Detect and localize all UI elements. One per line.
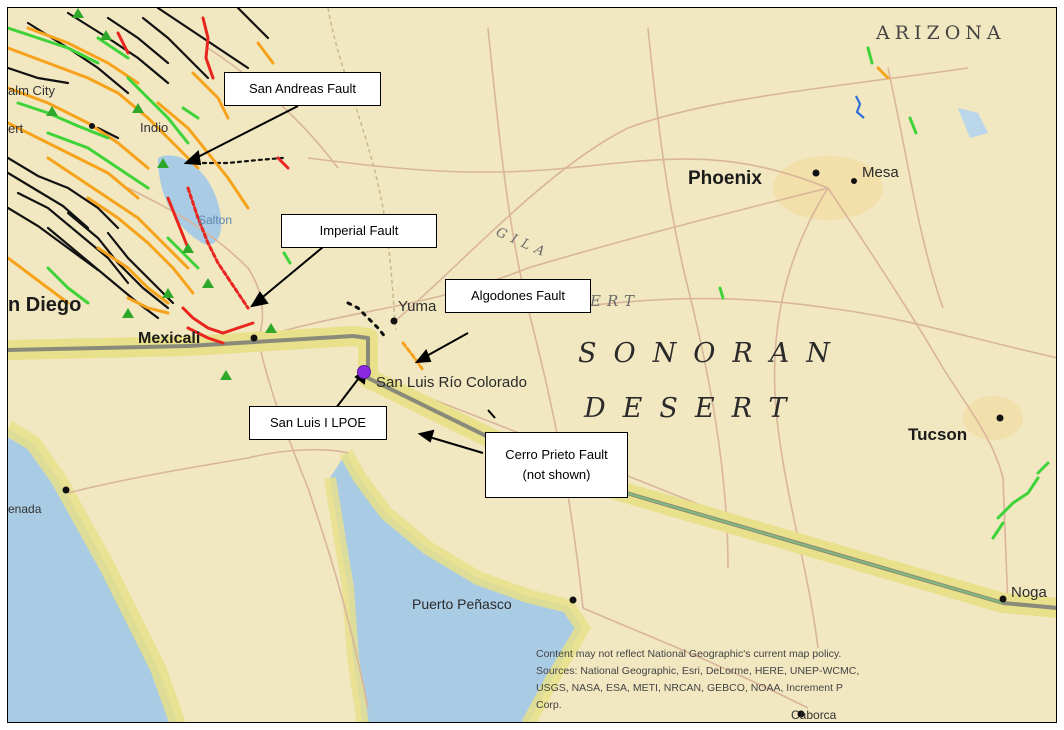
gulf-west-coast-halo (324, 477, 369, 722)
callout-san-andreas-text: San Andreas Fault (249, 80, 356, 96)
label-caborca: Caborca (791, 708, 837, 722)
callout-san-luis-lpoe[interactable]: San Luis I LPOE (249, 406, 387, 440)
city-markers (62, 123, 1007, 718)
callout-algodones-fault[interactable]: Algodones Fault (445, 279, 591, 313)
tucson-urban-area (963, 396, 1023, 440)
map-attribution: Content may not reflect National Geograp… (536, 646, 1056, 714)
label-nogales: Noga (1011, 584, 1047, 601)
label-palm-city: alm City (8, 83, 55, 98)
salton-sea (158, 155, 222, 245)
callout-cerro-prieto-fault[interactable]: Cerro Prieto Fault (not shown) (485, 432, 628, 498)
label-indio: Indio (140, 120, 169, 135)
river-arizona (855, 95, 865, 119)
label-yuma: Yuma (398, 298, 437, 315)
label-ensenada: enada (8, 502, 42, 516)
fault-lines-orange (8, 26, 890, 372)
attribution-line-2: Sources: National Geographic, Esri, DeLo… (536, 665, 860, 677)
attribution-line-4: Corp. (536, 699, 562, 711)
label-tucson: Tucson (908, 425, 968, 444)
gulf-coast-halo (339, 449, 592, 722)
callout-cerro-prieto-line2: (not shown) (522, 467, 591, 482)
fault-lines-green (8, 26, 1050, 540)
baja-coast-halo (8, 421, 186, 722)
label-desert: DESERT (584, 393, 804, 424)
label-desert-fragment: ert (8, 121, 24, 136)
label-gila-desert-suffix: ERT (590, 292, 640, 310)
label-mexicali: Mexicali (138, 330, 201, 347)
pacific-ocean (8, 428, 178, 722)
callout-arrows (183, 105, 496, 454)
map-frame[interactable]: ARIZONA Phoenix Mesa Tucson Noga Yuma n … (7, 7, 1057, 723)
fault-lines-red (116, 16, 290, 345)
label-sonoran: SONORAN (578, 338, 847, 369)
callout-san-luis-lpoe-text: San Luis I LPOE (269, 414, 367, 430)
callout-cerro-prieto-line1: Cerro Prieto Fault (505, 446, 608, 462)
border-green-tint (567, 475, 1004, 604)
label-arizona: ARIZONA (876, 22, 1006, 44)
attribution-line-1: Content may not reflect National Geograp… (536, 648, 842, 660)
label-puerto-penasco: Puerto Peñasco (412, 596, 512, 612)
label-salton: Salton (198, 213, 233, 227)
label-san-luis-rio-colorado: San Luis Río Colorado (376, 374, 527, 391)
san-luis-lpoe-marker[interactable] (357, 365, 371, 379)
basemap[interactable] (8, 8, 1057, 723)
callout-imperial-fault[interactable]: Imperial Fault (281, 214, 437, 248)
callout-san-andreas-fault[interactable]: San Andreas Fault (224, 72, 381, 106)
arizona-lake (958, 108, 988, 138)
callout-algodones-text: Algodones Fault (471, 287, 565, 303)
az-ca-border (327, 8, 397, 331)
fault-triangles-green (46, 8, 277, 380)
attribution-line-3: USGS, NASA, ESA, METI, NRCAN, GEBCO, NOA… (536, 682, 843, 694)
label-san-diego: n Diego (8, 294, 82, 316)
callout-imperial-text: Imperial Fault (319, 222, 399, 238)
label-mesa: Mesa (862, 164, 899, 181)
label-phoenix: Phoenix (688, 168, 762, 189)
